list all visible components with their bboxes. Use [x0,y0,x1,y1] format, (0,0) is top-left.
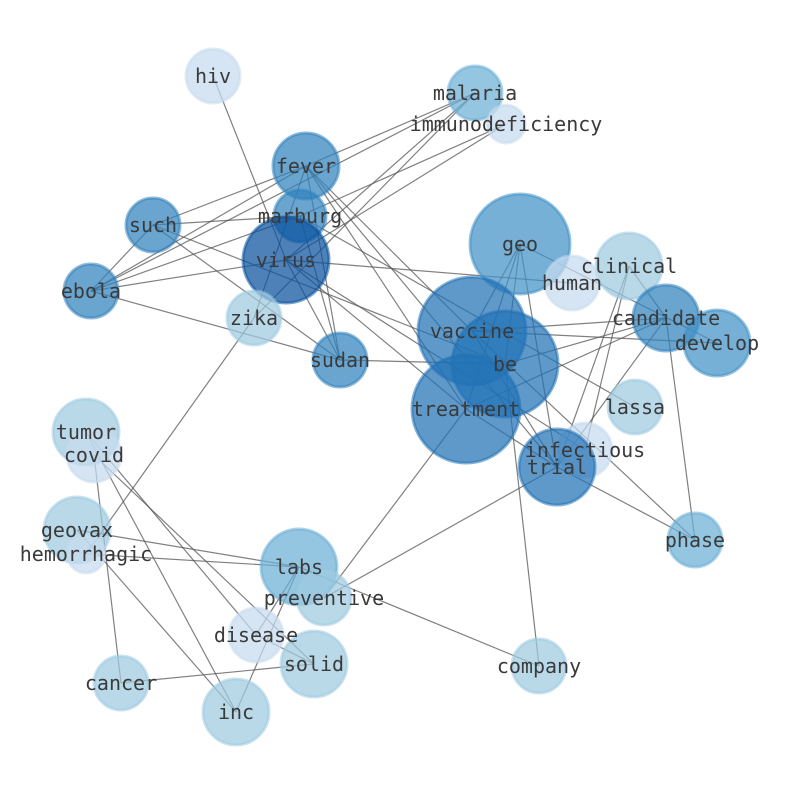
edge-malaria-ebola [90,92,476,292]
node-hiv[interactable] [184,47,242,105]
node-label-hemorrhagic: hemorrhagic [20,542,152,566]
node-phase[interactable] [666,511,724,569]
edge-ebola-sudan [90,290,341,361]
node-label-solid: solid [284,652,344,676]
node-label-develop: develop [675,331,759,355]
node-label-candidate: candidate [612,306,720,330]
node-label-clinical: clinical [581,254,677,278]
node-sudan[interactable] [311,331,369,389]
node-label-virus: virus [256,248,316,272]
node-trial[interactable] [517,427,597,507]
node-label-tumor: tumor [56,420,116,444]
node-label-fever: fever [276,154,336,178]
node-label-disease: disease [214,623,298,647]
node-hemorrhagic[interactable] [65,533,107,575]
node-label-covid: covid [64,443,124,467]
node-label-be: be [493,352,517,376]
node-label-human: human [542,271,602,295]
node-label-hiv: hiv [195,64,231,88]
node-ebola[interactable] [62,262,120,320]
edge-trial-preventive [323,466,558,599]
node-label-inc: inc [218,700,254,724]
node-label-marburg: marburg [258,204,342,228]
node-label-phase: phase [665,528,725,552]
node-label-company: company [497,654,581,678]
node-preventive[interactable] [295,569,353,627]
node-geo[interactable] [468,192,572,296]
node-label-such: such [129,213,177,237]
node-label-ebola: ebola [61,279,121,303]
node-label-labs: labs [275,555,323,579]
node-cancer[interactable] [92,654,150,712]
edge-fever-ebola [90,165,307,292]
node-immunodeficiency[interactable] [485,103,527,145]
node-virus[interactable] [241,215,331,305]
node-label-cancer: cancer [85,671,157,695]
node-label-trial: trial [527,455,587,479]
node-label-geovax: geovax [41,518,113,542]
node-label-zika: zika [230,306,278,330]
node-layer [42,47,752,747]
node-treatment[interactable] [410,353,522,465]
node-lassa[interactable] [606,378,664,436]
edge-hemorrhagic-zika [85,317,255,555]
node-label-infectious: infectious [525,438,645,462]
node-solid[interactable] [279,629,349,699]
node-label-treatment: treatment [412,397,520,421]
edge-cancer-covid [93,454,122,684]
node-develop[interactable] [682,308,752,378]
node-such[interactable] [124,196,182,254]
node-label-preventive: preventive [264,586,384,610]
node-label-lassa: lassa [605,395,665,419]
node-covid[interactable] [65,426,123,484]
node-company[interactable] [510,637,568,695]
node-clinical[interactable] [594,231,664,301]
node-human[interactable] [543,254,601,312]
edge-tumor-inc [85,431,237,713]
node-label-vaccine: vaccine [430,319,514,343]
node-zika[interactable] [225,289,283,347]
node-label-geo: geo [502,232,538,256]
node-label-sudan: sudan [310,348,370,372]
node-inc[interactable] [201,677,271,747]
node-label-immunodeficiency: immunodeficiency [410,112,603,136]
node-disease[interactable] [227,606,285,664]
node-malaria[interactable] [446,64,504,122]
label-layer: hiv malaria immunodeficiency fever such marbu… [20,64,759,724]
node-label-malaria: malaria [433,81,517,105]
edge-candidate-phase [665,317,696,541]
